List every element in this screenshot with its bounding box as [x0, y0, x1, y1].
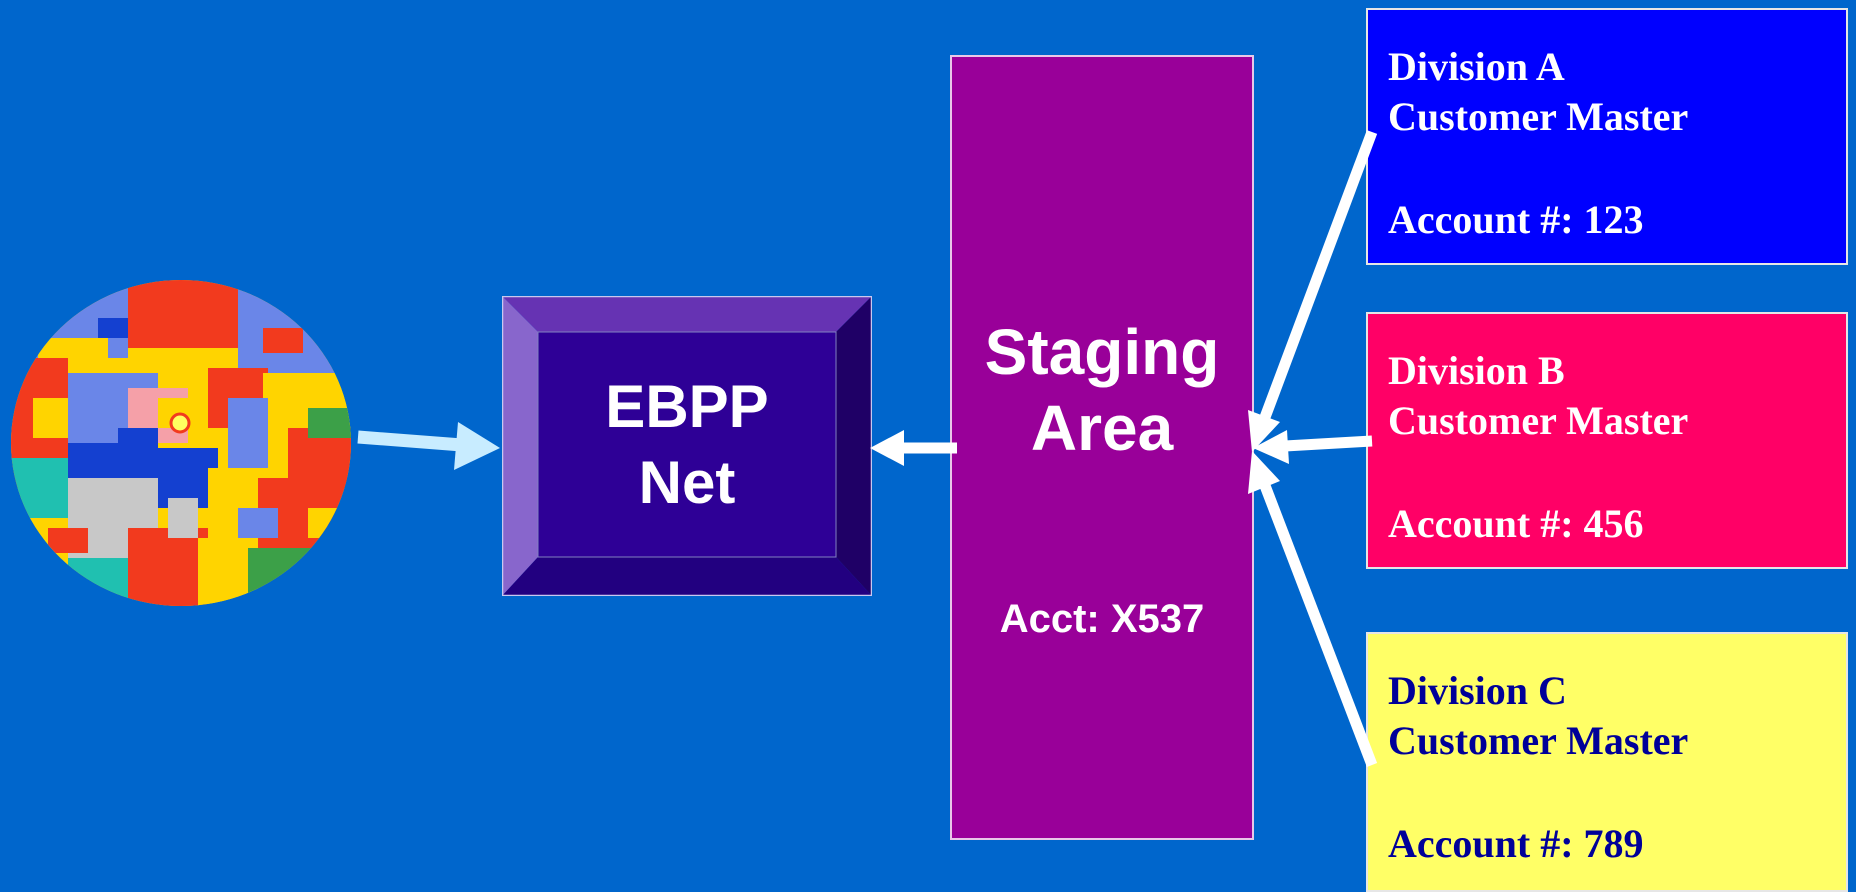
staging-account-label: Acct: X537 [999, 597, 1205, 641]
arrow-globe-to-ebpp [357, 422, 500, 470]
ebpp-net-box: EBPP Net [502, 296, 872, 596]
division-b-name: Division B [1388, 348, 1565, 393]
division-c-box: Division C Customer Master Account #: 78… [1366, 632, 1848, 892]
ebpp-title-line1: EBPP [605, 372, 769, 440]
division-b-box: Division B Customer Master Account #: 45… [1366, 312, 1848, 569]
ebpp-title-line2: Net [638, 448, 736, 516]
abstract-mosaic-globe-icon [8, 278, 354, 608]
arrow-division-c-to-staging [1248, 451, 1378, 767]
division-a-subtitle: Customer Master [1388, 94, 1689, 139]
division-a-box: Division A Customer Master Account #: 12… [1366, 8, 1848, 265]
staging-area-title: Staging Area [952, 314, 1252, 466]
arrow-staging-to-ebpp [870, 430, 957, 466]
division-a-name: Division A [1388, 44, 1565, 89]
division-c-account: Account #: 789 [1388, 821, 1644, 866]
staging-title-line2: Area [1030, 392, 1174, 464]
division-c-subtitle: Customer Master [1388, 718, 1689, 763]
division-b-subtitle: Customer Master [1388, 398, 1689, 443]
division-a-account: Account #: 123 [1388, 197, 1644, 242]
arrow-division-b-to-staging [1253, 430, 1373, 464]
division-c-name: Division C [1388, 668, 1567, 713]
staging-title-line1: Staging [984, 316, 1220, 388]
division-b-account: Account #: 456 [1388, 501, 1644, 546]
staging-area-box: Staging Area Acct: X537 [950, 55, 1254, 840]
arrow-division-a-to-staging [1248, 130, 1378, 452]
